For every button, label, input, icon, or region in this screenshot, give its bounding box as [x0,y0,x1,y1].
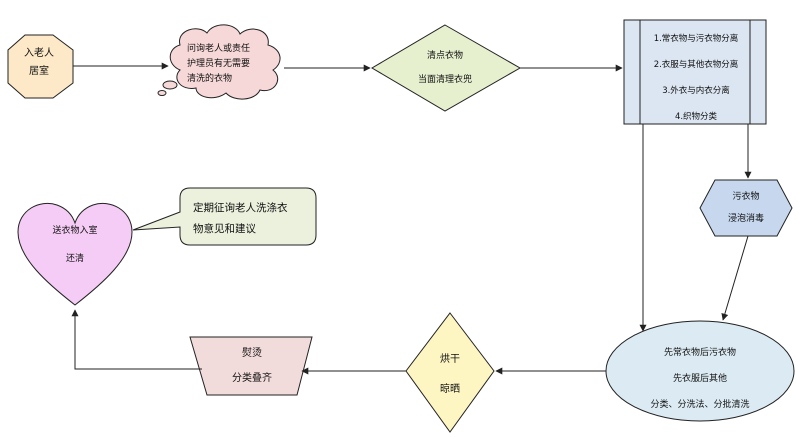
count-clothes-label: 清点衣物 当面清理衣兜 [417,51,472,85]
iron-fold-label: 熨烫 分类叠齐 [232,348,272,384]
wash-order-label: 先常衣物后污衣物 先衣服后其他 分类、分洗法、分批清洗 [650,348,750,410]
deliver-heart [17,202,133,306]
dry-diamond [405,312,495,433]
sort-process-box [623,19,767,125]
deliver-label: 送衣物入室 还清 [52,226,98,264]
iron-fold-trapezoid [189,336,313,396]
enter-room-label: 入老人 居室 [24,48,54,77]
dirty-soak-hexagon [699,179,793,237]
ask-elder-cloud [157,24,281,100]
enter-room-octagon [7,34,74,99]
dirty-soak-label: 污衣物 浸泡消毒 [727,192,764,224]
ask-elder-label: 问询老人或责任 护理员有无需要 清洗的衣物 [187,44,251,84]
count-clothes-diamond [371,24,522,112]
arrow-soak-to-wash [721,235,749,321]
dry-label: 烘干 晾晒 [440,354,460,395]
arrow-iron-to-deliver [71,309,202,370]
sort-process-label: 1.常衣物与污衣物分离 2.衣服与其他衣物分离 3.外衣与内衣分离 4.织物分类 [653,34,739,122]
feedback-callout-label: 定期征询老人洗涤衣 物意见和建议 [193,202,288,235]
feedback-callout-bubble [132,187,317,246]
